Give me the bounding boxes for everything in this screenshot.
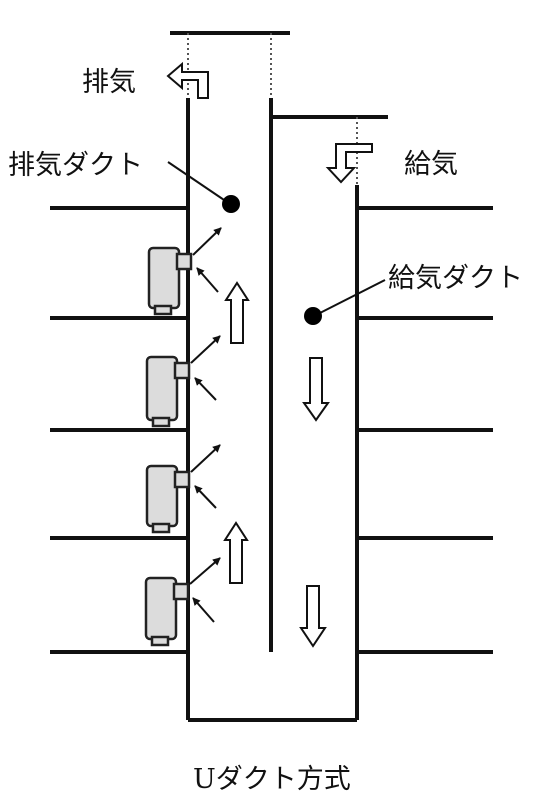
heater-4-intake-arrow xyxy=(192,597,215,623)
heater-3-intake-arrow xyxy=(194,485,217,509)
supply-duct-dot xyxy=(304,307,322,325)
supply-flow-down-arrow-icon-2 xyxy=(299,585,327,648)
supply-flow-down-arrow-icon-1 xyxy=(302,357,330,422)
diagram-caption: Uダクト方式 xyxy=(193,764,351,795)
exhaust-outlet-arrow-icon xyxy=(166,61,209,99)
heater-unit-1 xyxy=(147,246,193,316)
exhaust-duct-label: 排気ダクト xyxy=(8,150,143,181)
supply-duct-label: 給気ダクト xyxy=(388,263,523,294)
exhaust-label: 排気 xyxy=(82,67,136,98)
heater-1-intake-arrow xyxy=(196,267,219,293)
exhaust-flow-up-arrow-icon-1 xyxy=(224,281,250,344)
heater-2-exhaust-arrow xyxy=(190,335,221,364)
exhaust-duct-leader xyxy=(167,161,231,205)
supply-duct-leader xyxy=(313,279,386,317)
heater-unit-4 xyxy=(144,576,190,647)
heater-3-exhaust-arrow xyxy=(190,444,221,473)
heater-1-exhaust-arrow xyxy=(192,227,222,256)
heater-unit-2 xyxy=(145,355,191,428)
exhaust-flow-up-arrow-icon-2 xyxy=(223,521,249,584)
supply-label: 給気 xyxy=(404,149,458,180)
heater-unit-3 xyxy=(145,464,191,534)
heater-2-intake-arrow xyxy=(194,377,217,401)
supply-inlet-arrow-icon xyxy=(325,143,373,184)
heater-4-exhaust-arrow xyxy=(189,557,221,585)
exhaust-duct-dot xyxy=(222,195,240,213)
